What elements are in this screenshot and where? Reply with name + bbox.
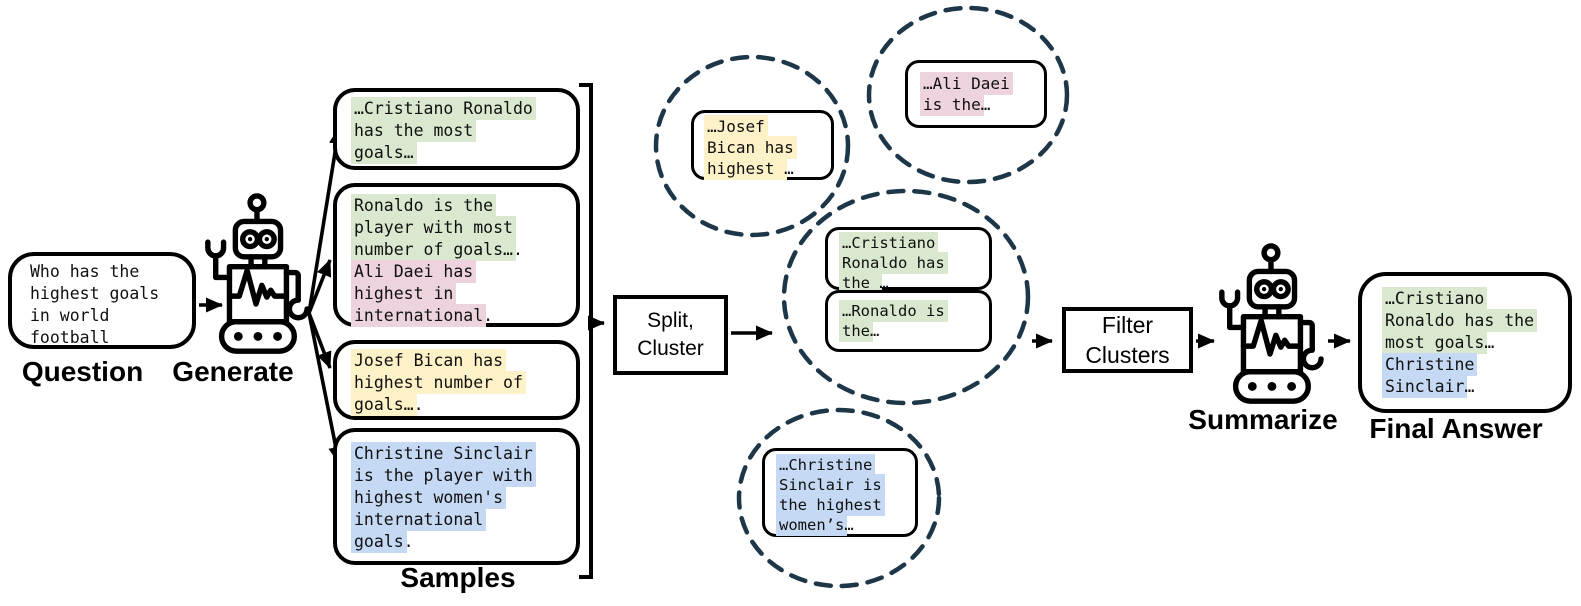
summarize-robot-icon	[1210, 242, 1328, 409]
question-box: Who has the highest goals in world football	[8, 252, 196, 349]
text-line: has the most	[351, 119, 576, 142]
samples-bracket	[579, 83, 593, 579]
text-line: in world	[30, 306, 110, 325]
text-line: Sinclair is	[776, 474, 915, 496]
text-line: is the…	[920, 93, 1044, 116]
text-line: Christine Sinclair	[351, 442, 576, 465]
question-label: Question	[21, 356, 144, 387]
text-line: Ali Daei has	[351, 260, 576, 283]
text-line: highest in	[351, 282, 576, 305]
text-line: Sinclair…	[1382, 375, 1568, 398]
generate-label: Generate	[172, 356, 294, 387]
text-line: Christine	[1382, 353, 1568, 376]
text-line: …Cristiano Ronaldo	[351, 97, 576, 120]
samples-label: Samples	[400, 562, 516, 593]
question-text: Who has the highest goals in world football	[30, 261, 192, 349]
text-line: goals.	[351, 530, 576, 553]
summarize-label: Summarize	[1188, 404, 1338, 435]
text-line: Who has the	[30, 262, 140, 281]
text-line: Filter	[1101, 312, 1154, 338]
text-line: …Christine	[776, 454, 915, 476]
final-answer-label: Final Answer	[1369, 413, 1543, 444]
text-line: goals….	[351, 393, 576, 416]
text-line: …Josef	[704, 115, 831, 138]
text-line: the …	[839, 272, 989, 294]
text-line: highest women's	[351, 486, 576, 509]
split-cluster-text: Split, Cluster	[637, 307, 704, 363]
text-line: Cluster	[637, 337, 704, 360]
text-line: highest …	[704, 157, 831, 180]
text-line: is the player with	[351, 464, 576, 487]
text-line: international.	[351, 304, 576, 327]
text-line: most goals…	[1382, 331, 1568, 354]
text-line: highest number of	[351, 371, 576, 394]
text-line: Bican has	[704, 136, 831, 159]
text-line: Ronaldo has the	[1382, 309, 1568, 332]
text-line: number of goals….	[351, 238, 576, 261]
text-line: highest goals	[30, 284, 160, 303]
split-cluster-box: Split, Cluster	[613, 295, 728, 375]
text-line: Josef Bican has	[351, 349, 576, 372]
text-line: …Ronaldo is	[839, 300, 989, 322]
text-line: international	[351, 508, 576, 531]
text-line: …Cristiano	[839, 232, 989, 254]
text-line: goals…	[351, 141, 576, 164]
text-line: player with most	[351, 216, 576, 239]
text-line: Clusters	[1085, 342, 1170, 368]
text-line: football	[30, 328, 110, 347]
text-line: Ronaldo has	[839, 252, 989, 274]
text-line: women’s…	[776, 514, 915, 536]
text-line: Split,	[647, 309, 694, 332]
text-line: …Cristiano	[1382, 287, 1568, 310]
generate-robot-icon	[196, 192, 314, 359]
text-line: …Ali Daei	[920, 72, 1044, 95]
text-line: the…	[839, 320, 989, 342]
text-line: the highest	[776, 494, 915, 516]
text-line: Ronaldo is the	[351, 194, 576, 217]
